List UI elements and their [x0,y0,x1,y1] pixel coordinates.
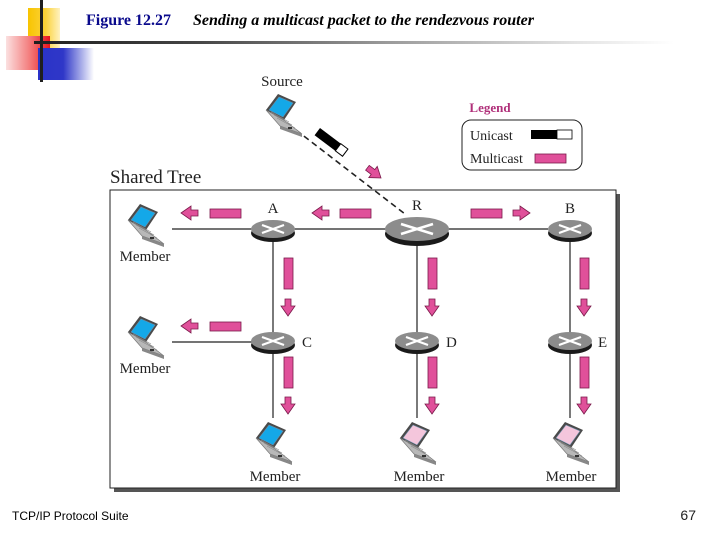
figure-number: Figure 12.27 [86,12,172,29]
router-a-icon [249,218,297,244]
multicast-packet [470,208,503,219]
router-r-label: R [412,198,422,214]
multicast-packet [427,257,438,290]
member-a-label: Member [120,249,171,265]
figure-title: Figure 12.27 Sending a multicast packet … [86,12,534,30]
router-r-icon [383,215,451,248]
unicast-packet [314,128,349,157]
links [172,228,571,418]
router-c-icon [249,330,297,356]
router-b-label: B [565,201,575,217]
multicast-packet [283,356,294,389]
legend-title: Legend [469,100,511,115]
multicast-packet [209,321,242,332]
shared-tree-label: Shared Tree [110,167,201,188]
legend-multicast-label: Multicast [470,152,523,167]
multicast-packet [209,208,242,219]
slide-title-underline [34,41,674,44]
multicast-packet [427,356,438,389]
member-d-label: Member [394,469,445,485]
router-a-label: A [268,201,279,217]
multicast-packet [339,208,372,219]
member-c-label: Member [250,469,301,485]
member-e-label: Member [546,469,597,485]
unicast-path [295,129,406,215]
multicast-packet [579,356,590,389]
legend-unicast-label: Unicast [470,129,513,144]
legend-multicast-swatch [534,153,567,164]
slide-decoration-blue [38,48,94,80]
multicast-packet [579,257,590,290]
footer-title: TCP/IP Protocol Suite [12,509,129,523]
router-c-label: C [302,335,312,351]
shared-tree-box [109,189,617,489]
router-d-label: D [446,335,457,351]
legend-unicast-swatch-tail [556,129,573,140]
legend-unicast-swatch [531,130,557,139]
member-c-side-label: Member [120,361,171,377]
router-e-icon [546,330,594,356]
multicast-packet [283,257,294,290]
source-laptop-icon [265,93,303,138]
router-d-icon [393,330,441,356]
unicast-arrow-icon [365,164,382,179]
router-e-label: E [598,335,607,351]
source-label: Source [261,74,303,90]
router-b-icon [546,218,594,244]
page-number: 67 [680,507,696,523]
figure-caption: Sending a multicast packet to the rendez… [193,12,534,29]
